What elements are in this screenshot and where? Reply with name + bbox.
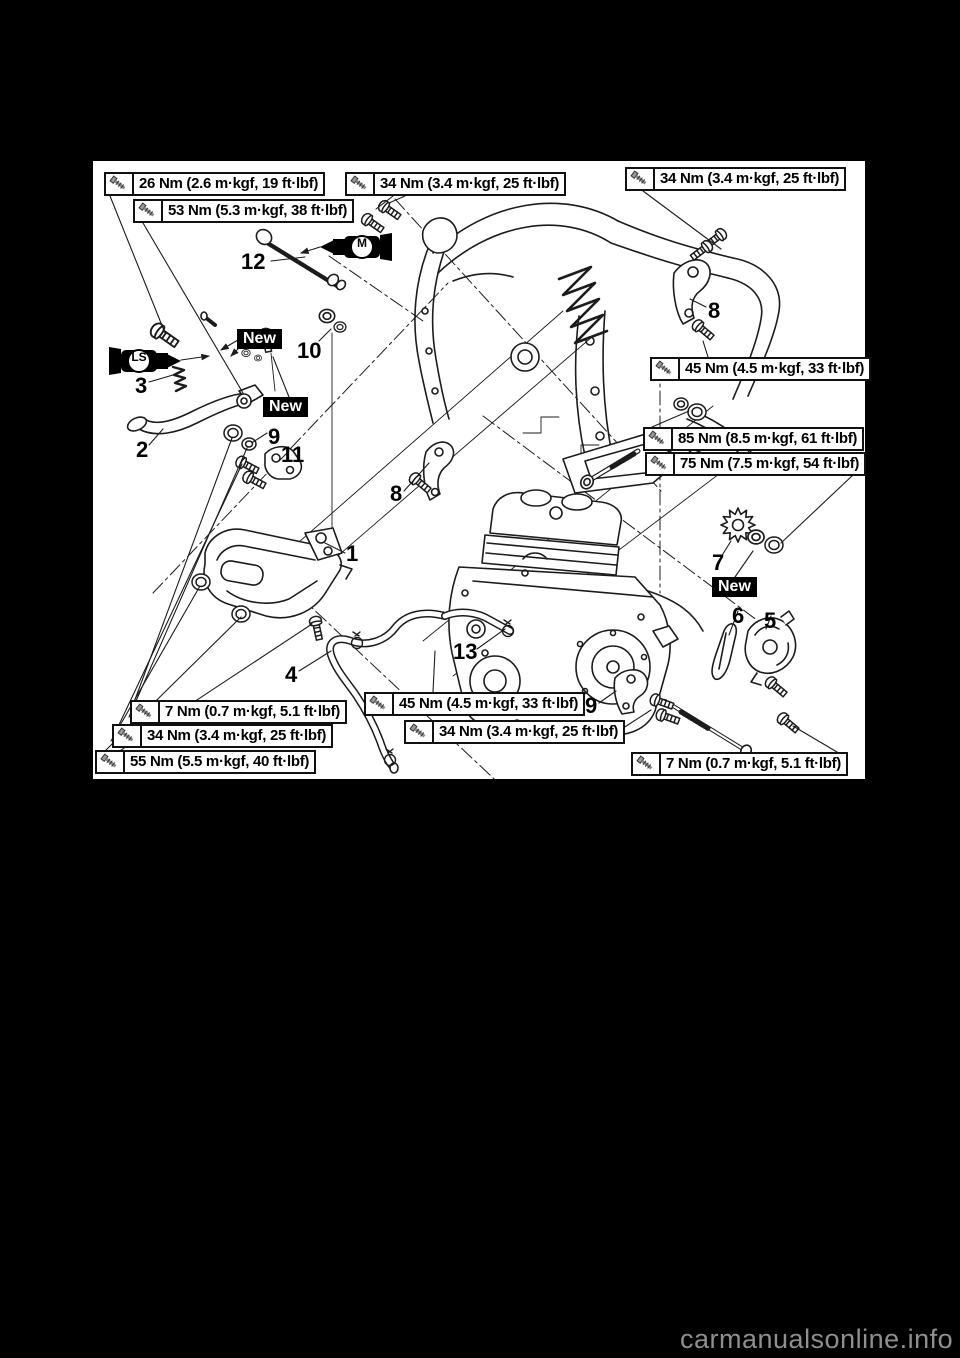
part-number: 9	[585, 693, 598, 718]
part-number: 3	[135, 373, 148, 398]
grease-symbol-letter: LS	[131, 350, 147, 364]
bolt-icon	[406, 722, 434, 742]
part-number: 11	[281, 442, 305, 467]
torque-spec-label: 7 Nm (0.7 m·kgf, 5.1 ft·lbf)	[130, 700, 347, 724]
torque-spec-label: 7 Nm (0.7 m·kgf, 5.1 ft·lbf)	[631, 752, 848, 776]
bolt-icon	[106, 174, 134, 194]
torque-spec-label: 34 Nm (3.4 m·kgf, 25 ft·lbf)	[345, 172, 567, 196]
torque-spec-label: 34 Nm (3.4 m·kgf, 25 ft·lbf)	[625, 167, 847, 191]
grease-symbol-letter: M	[357, 236, 367, 250]
exploded-view-line-art	[102, 190, 854, 779]
bolt-icon	[645, 429, 673, 449]
torque-spec-label: 45 Nm (4.5 m·kgf, 33 ft·lbf)	[364, 692, 586, 716]
part-number: 9	[268, 424, 281, 449]
watermark: carmanualsonline.info	[680, 1324, 954, 1354]
bolt-icon	[366, 694, 394, 714]
torque-value: 7 Nm (0.7 m·kgf, 5.1 ft·lbf)	[666, 755, 841, 772]
engine-removal-diagram: M LS 26 Nm (2.	[93, 161, 872, 779]
part-number: 8	[708, 298, 721, 323]
torque-value: 34 Nm (3.4 m·kgf, 25 ft·lbf)	[380, 175, 560, 192]
bolt-icon	[132, 702, 160, 722]
torque-spec-label: 34 Nm (3.4 m·kgf, 25 ft·lbf)	[112, 724, 334, 748]
part-number: 10	[297, 338, 322, 363]
torque-value: 85 Nm (8.5 m·kgf, 61 ft·lbf)	[678, 430, 858, 447]
torque-spec-label: 45 Nm (4.5 m·kgf, 33 ft·lbf)	[650, 357, 872, 381]
new-part-tag: New	[237, 329, 282, 349]
torque-value: 45 Nm (4.5 m·kgf, 33 ft·lbf)	[399, 695, 579, 712]
bolt-icon	[647, 454, 675, 474]
part-number: 12	[241, 249, 266, 274]
part-number: 8	[390, 481, 403, 506]
torque-spec-label: 85 Nm (8.5 m·kgf, 61 ft·lbf)	[643, 427, 865, 451]
torque-value: 34 Nm (3.4 m·kgf, 25 ft·lbf)	[147, 727, 327, 744]
torque-value: 34 Nm (3.4 m·kgf, 25 ft·lbf)	[660, 170, 840, 187]
molybdenum-grease-icon: M	[320, 233, 396, 261]
lithium-soap-grease-icon: LS	[105, 347, 181, 375]
part-number: 6	[732, 603, 745, 628]
bolt-icon	[347, 174, 375, 194]
torque-value: 45 Nm (4.5 m·kgf, 33 ft·lbf)	[685, 360, 865, 377]
torque-value: 75 Nm (7.5 m·kgf, 54 ft·lbf)	[680, 455, 860, 472]
bolt-icon	[627, 169, 655, 189]
bolt-icon	[135, 201, 163, 221]
bolt-icon	[97, 752, 125, 772]
part-number: 5	[764, 608, 777, 633]
part-number: 4	[285, 662, 298, 687]
bolt-icon	[114, 726, 142, 746]
bolt-icon	[633, 754, 661, 774]
part-number: 7	[712, 550, 725, 575]
torque-value: 26 Nm (2.6 m·kgf, 19 ft·lbf)	[139, 175, 319, 192]
torque-value: 7 Nm (0.7 m·kgf, 5.1 ft·lbf)	[165, 703, 340, 720]
torque-spec-label: 55 Nm (5.5 m·kgf, 40 ft·lbf)	[95, 750, 317, 774]
part-number: 2	[136, 437, 149, 462]
new-part-tag: New	[263, 397, 308, 417]
part-number: 1	[346, 541, 359, 566]
torque-spec-label: 26 Nm (2.6 m·kgf, 19 ft·lbf)	[104, 172, 326, 196]
new-part-tag: New	[712, 577, 757, 597]
bolt-icon	[652, 359, 680, 379]
part-number: 13	[453, 639, 478, 664]
torque-spec-label: 75 Nm (7.5 m·kgf, 54 ft·lbf)	[645, 452, 867, 476]
torque-value: 53 Nm (5.3 m·kgf, 38 ft·lbf)	[168, 202, 348, 219]
torque-spec-label: 34 Nm (3.4 m·kgf, 25 ft·lbf)	[404, 720, 626, 744]
torque-value: 34 Nm (3.4 m·kgf, 25 ft·lbf)	[439, 723, 619, 740]
torque-spec-label: 53 Nm (5.3 m·kgf, 38 ft·lbf)	[133, 199, 355, 223]
torque-value: 55 Nm (5.5 m·kgf, 40 ft·lbf)	[130, 753, 310, 770]
